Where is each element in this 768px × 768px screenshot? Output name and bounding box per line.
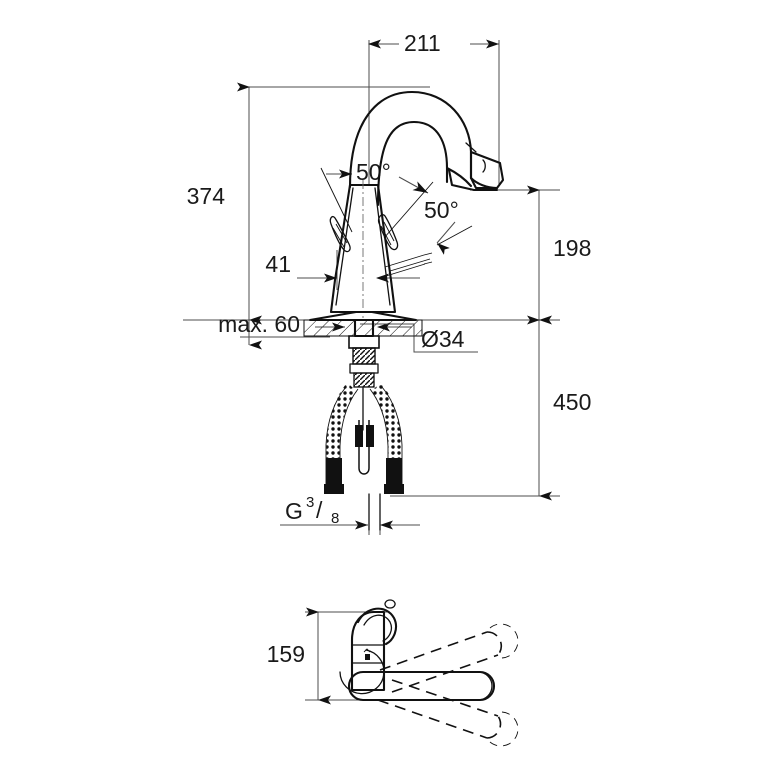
dim-g38: G 3 / 8 [280,494,420,535]
connector-right-nut [384,484,404,494]
hose-weight-left [355,425,363,447]
dim-198: 198 [527,185,591,325]
dim-450-label: 450 [553,389,591,415]
dim-g38-denominator: 8 [331,510,339,527]
dim-450: 450 [527,315,591,501]
dim-g38-letter: G [285,498,303,524]
plan-faucet-body [339,599,398,695]
hose-right [370,382,402,490]
elevation-view: 211 374 41 max. 60 Ø34 198 [183,30,591,535]
connector-right-body [386,458,402,484]
dim-max60-label: max. 60 [218,311,300,337]
plan-swivel-view: 159 [267,599,519,747]
hose-extended-phantom [384,252,433,277]
dim-159-label: 159 [267,641,305,667]
dim-211: 211 [368,30,499,56]
dim-d34-label: Ø34 [421,326,465,352]
connector-left-nut [324,484,344,494]
countertop-assembly [303,310,423,388]
dim-374-label: 374 [187,183,226,209]
supply-hoses [324,382,404,531]
connector-left-body [326,458,342,484]
plan-spout-phantom-lower [377,679,519,747]
countertop-slab [303,319,423,337]
plan-logo-mark [365,654,370,660]
hose-weight-right [366,425,374,447]
pullout-hose-loop [358,420,370,475]
lever-handle [329,214,433,277]
threaded-shank [352,347,376,365]
hose-left [326,382,358,490]
angle-left-label: 50° [356,159,391,185]
dim-g38-numerator: 3 [306,494,314,511]
dim-41-label: 41 [265,251,291,277]
plan-spout-center [348,670,495,702]
spout-gooseneck [348,90,505,207]
hose-manifold [353,372,375,388]
faucet-column [329,180,397,318]
dim-374: 374 [187,82,262,325]
dim-159: 159 [267,607,390,705]
dim-g38-slash: / [316,497,323,523]
angle-right-label: 50° [424,197,459,223]
dim-198-label: 198 [553,235,591,261]
dim-41: 41 [265,251,420,283]
dim-211-label: 211 [404,30,441,56]
angle-callouts: 50° 50° [320,159,473,255]
